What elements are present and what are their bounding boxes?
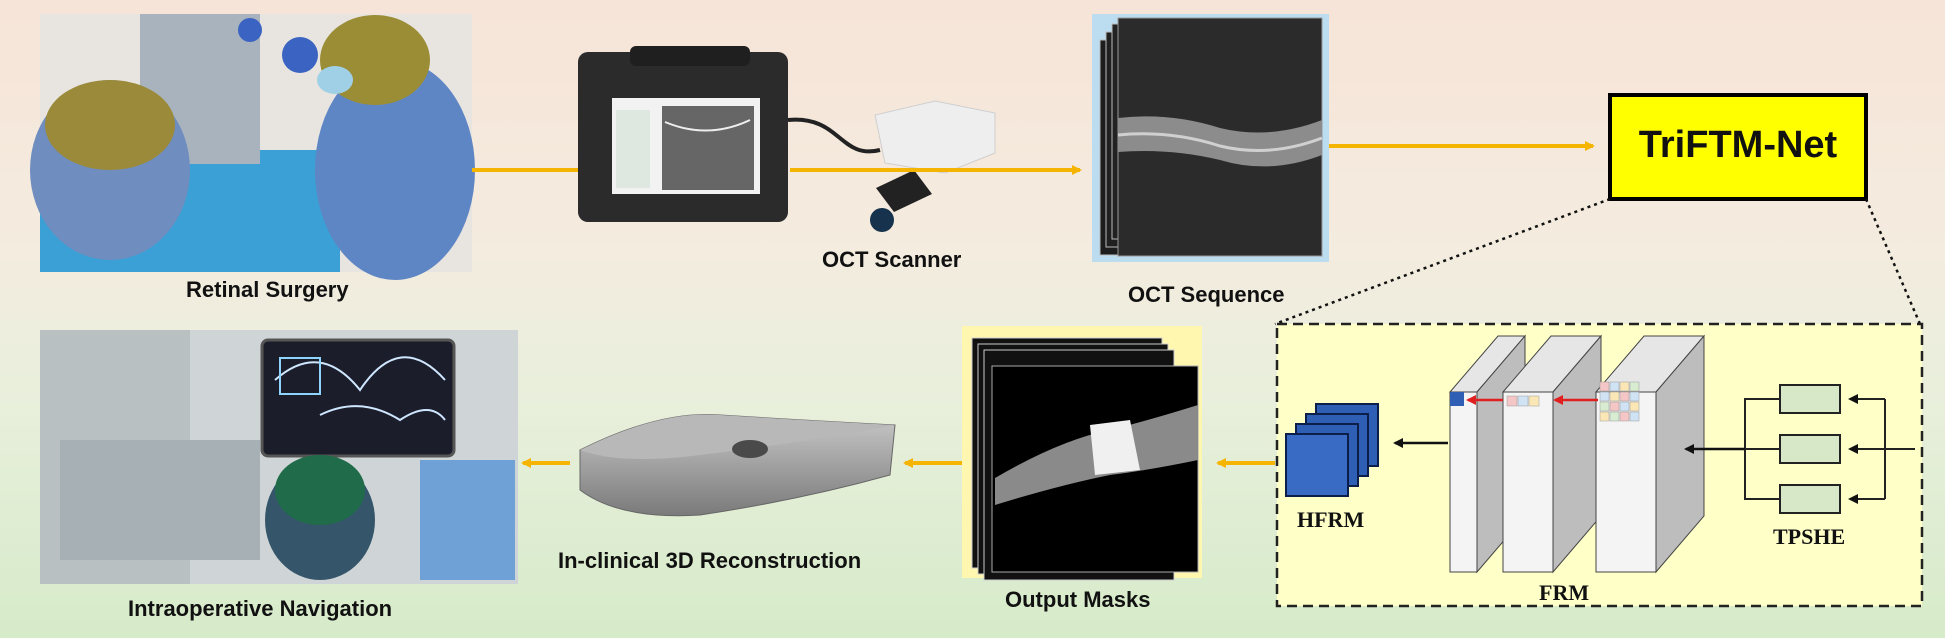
model-label: TriFTM-Net [1638,124,1838,166]
oct-scanner-label: OCT Scanner [822,247,962,272]
intraoperative-navigation-label: Intraoperative Navigation [128,596,393,621]
tpshe-block [1744,384,1915,514]
frm-label: FRM [1539,580,1590,605]
retinal-surgery-label: Retinal Surgery [186,277,349,302]
hfrm-label: HFRM [1297,507,1365,532]
zoom-connectors [1274,197,1922,326]
reconstruction-surface [579,413,896,517]
hfrm-block [1285,403,1379,497]
retinal-surgery-photo [30,14,475,280]
frm-block [1448,334,1706,574]
oct-scanner-image [578,46,996,232]
flow-arrows [472,141,1595,468]
reconstruction-label: In-clinical 3D Reconstruction [558,548,862,573]
tpshe-label: TPSHE [1773,524,1846,549]
output-masks-label: Output Masks [1005,587,1151,612]
oct-sequence-label: OCT Sequence [1128,282,1285,307]
oct-sequence-stack [1092,14,1329,262]
model-box [1608,93,1868,201]
output-masks-stack [962,326,1202,581]
intraoperative-navigation-photo [40,330,518,584]
